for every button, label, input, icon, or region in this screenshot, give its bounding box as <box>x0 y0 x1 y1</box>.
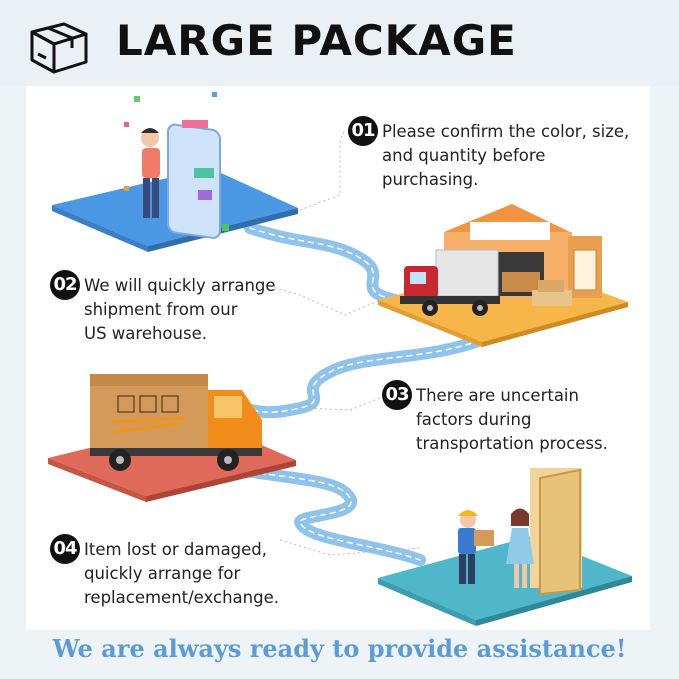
step-number-badge: 03 <box>382 380 412 410</box>
step-description: There are uncertain factors during trans… <box>416 386 608 453</box>
footer-tagline: We are always ready to provide assistanc… <box>52 634 627 663</box>
header: LARGE PACKAGE <box>0 0 679 86</box>
step-description: We will quickly arrange shipment from ou… <box>84 276 276 343</box>
step-number-badge: 02 <box>50 270 80 300</box>
step-description: Please confirm the color, size, and quan… <box>382 122 630 189</box>
step-number-badge: 01 <box>348 116 378 146</box>
courier-delivery-icon <box>378 468 632 626</box>
step-description: Item lost or damaged, quickly arrange fo… <box>84 540 279 607</box>
step-01: 01 Please confirm the color, size, and q… <box>348 116 630 192</box>
package-box-icon <box>30 22 88 74</box>
warehouse-truck-icon <box>378 204 628 347</box>
page-title: LARGE PACKAGE <box>116 16 517 65</box>
road-path <box>234 222 486 566</box>
shopping-phone-icon <box>52 92 298 252</box>
step-03: 03 There are uncertain factors during tr… <box>382 380 608 456</box>
step-number-badge: 04 <box>50 534 80 564</box>
step-02: 02 We will quickly arrange shipment from… <box>50 270 276 346</box>
step-04: 04 Item lost or damaged, quickly arrange… <box>50 534 279 610</box>
delivery-truck-icon <box>48 374 296 502</box>
